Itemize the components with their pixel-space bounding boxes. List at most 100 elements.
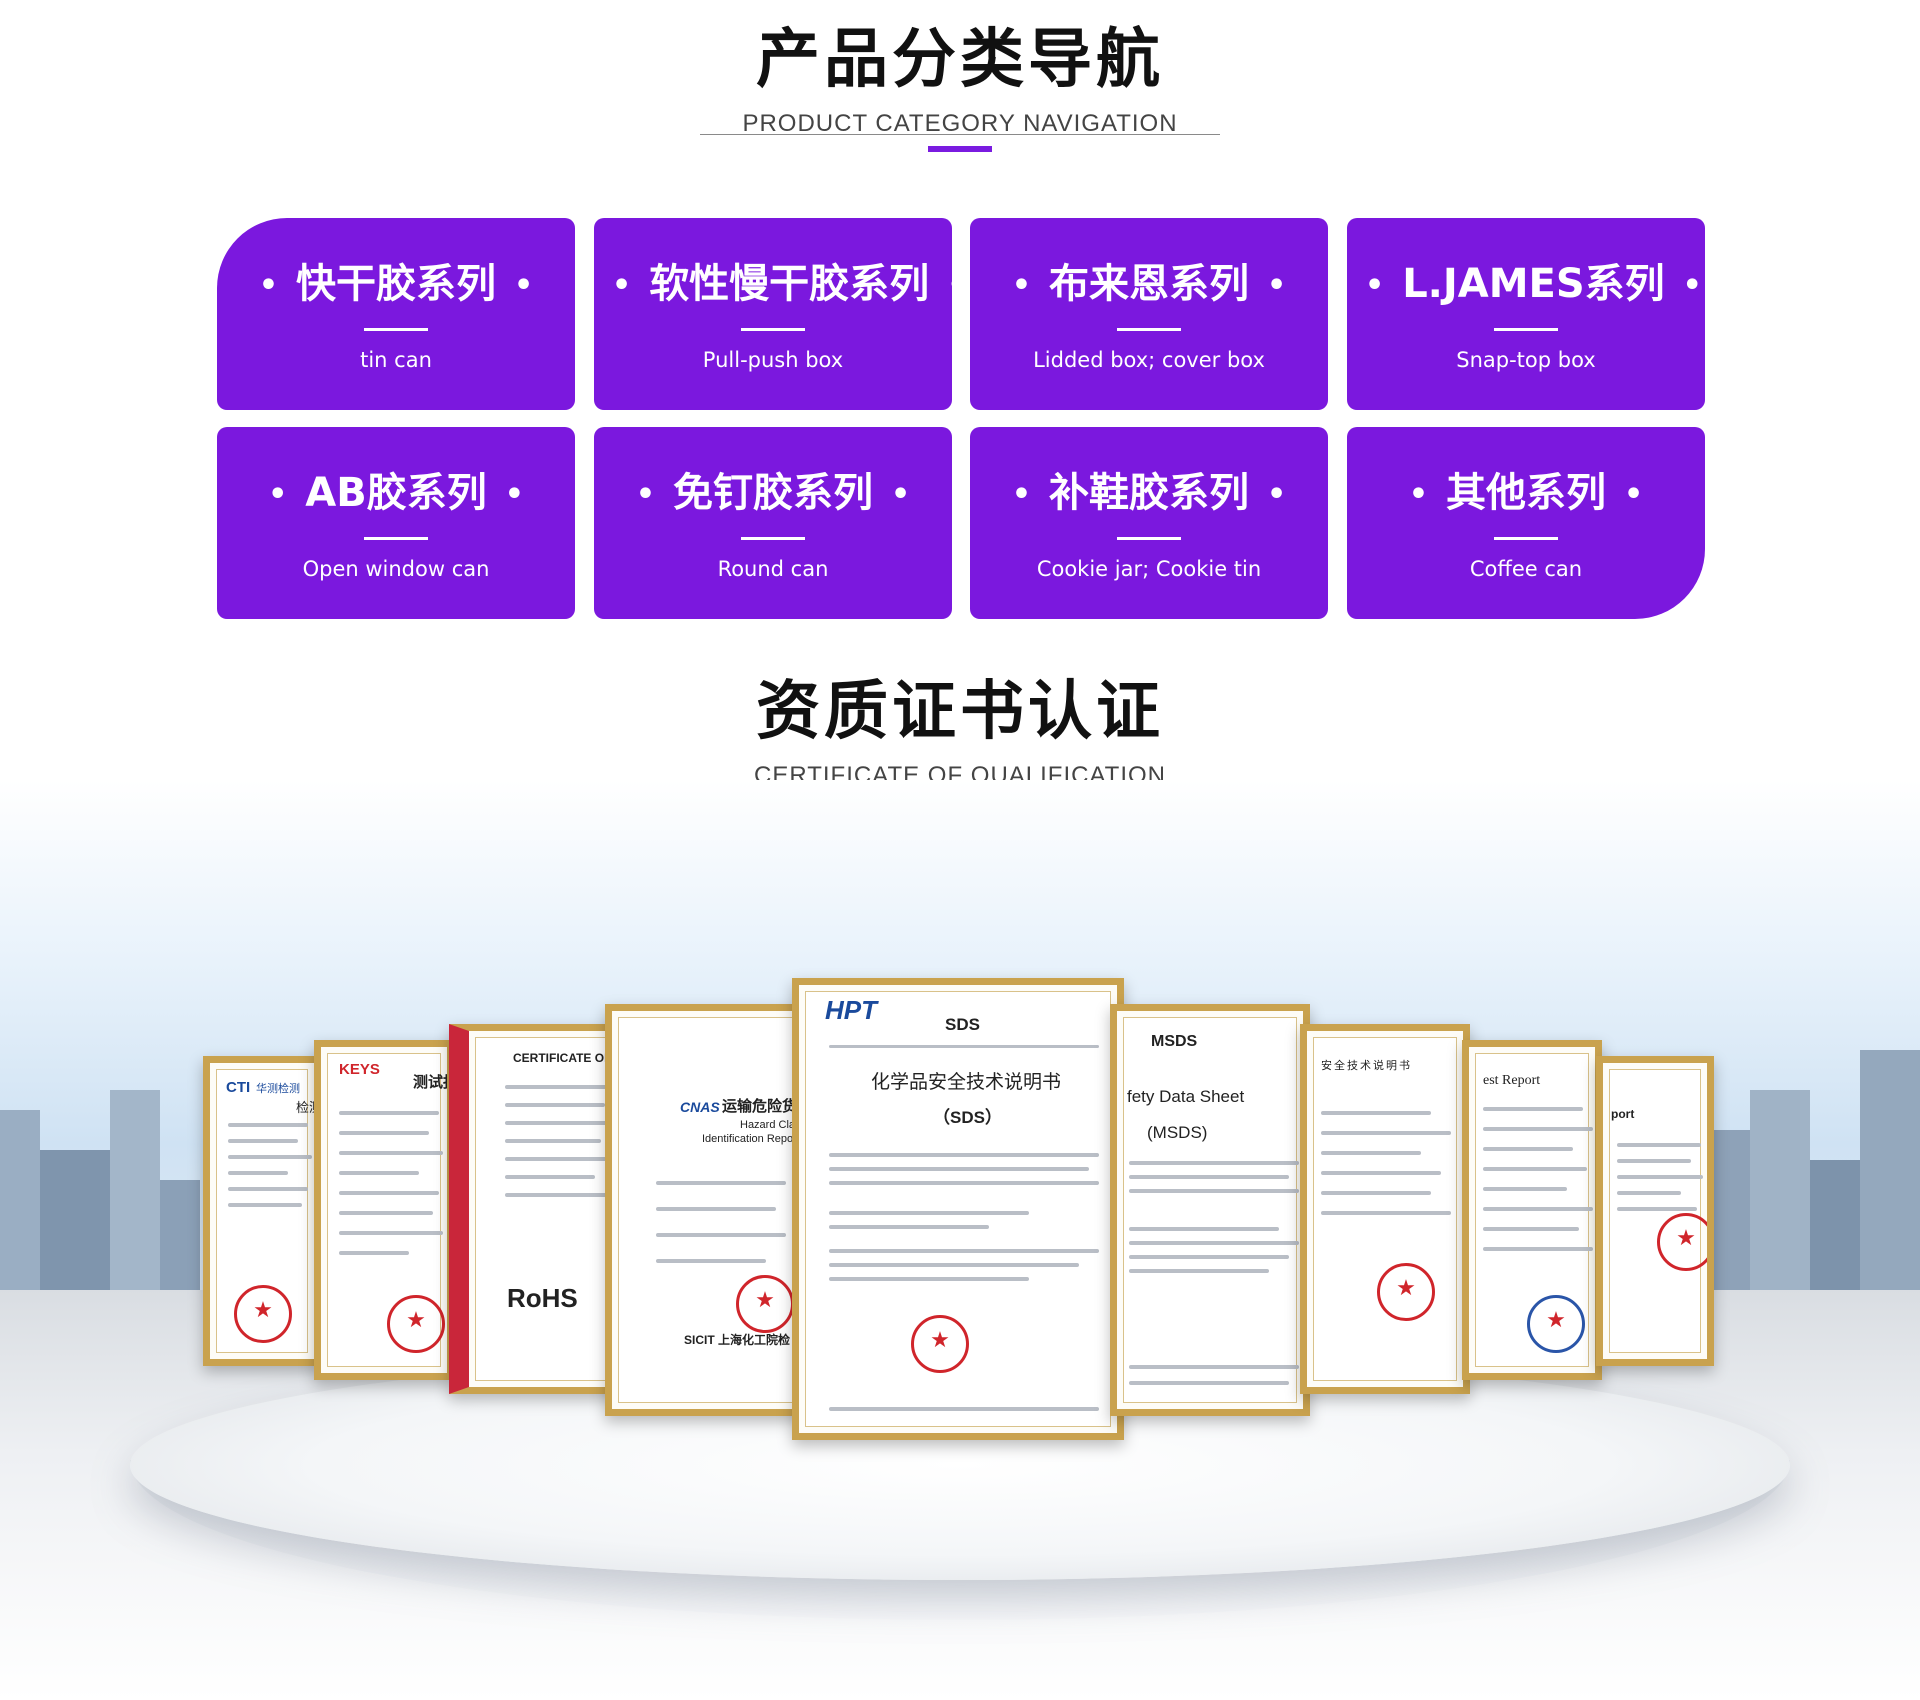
text-line — [228, 1155, 312, 1159]
category-card-other[interactable]: •其他系列• Coffee can — [1347, 427, 1705, 619]
cti-logo: CTI — [226, 1079, 251, 1096]
text-line — [1617, 1175, 1703, 1179]
safety-report-heading: 安全技术说明书 — [1321, 1060, 1412, 1072]
category-divider — [364, 328, 428, 331]
text-line — [829, 1153, 1099, 1157]
text-line — [339, 1131, 429, 1135]
skyline-building — [40, 1150, 110, 1300]
sds-heading: SDS — [945, 1015, 980, 1034]
text-line — [1321, 1151, 1421, 1155]
text-line — [1321, 1111, 1431, 1115]
category-divider — [1494, 537, 1558, 540]
rohs-mark: RoHS — [507, 1283, 578, 1313]
category-card-quick-dry[interactable]: •快干胶系列• tin can — [217, 218, 575, 410]
nav-section-divider — [700, 134, 1220, 135]
cti-logo-cn: 华测检测 — [256, 1083, 300, 1095]
text-line — [829, 1263, 1079, 1267]
text-line — [505, 1175, 595, 1179]
text-line — [1617, 1159, 1691, 1163]
text-line — [228, 1187, 308, 1191]
category-divider — [1117, 328, 1181, 331]
text-line — [228, 1139, 298, 1143]
nav-section-accent-bar — [928, 146, 992, 152]
certificate-keys[interactable]: KEYS 测试报 — [314, 1040, 454, 1380]
msds-title: fety Data Sheet — [1127, 1087, 1245, 1106]
text-line — [1129, 1255, 1289, 1259]
skyline-building — [160, 1180, 200, 1300]
category-subtitle: Round can — [717, 557, 829, 581]
text-line — [829, 1181, 1099, 1185]
text-line — [656, 1259, 766, 1263]
certificate-cti[interactable]: CTI 华测检测 检测 — [203, 1056, 321, 1366]
certificate-rohs[interactable]: CERTIFICATE OF C RoHS — [449, 1024, 621, 1394]
certificate-msds[interactable]: MSDS fety Data Sheet (MSDS) — [1110, 1004, 1310, 1416]
text-line — [339, 1251, 409, 1255]
text-line — [829, 1225, 989, 1229]
text-line — [339, 1231, 443, 1235]
text-line — [1129, 1269, 1269, 1273]
cnas-logo: CNAS — [680, 1099, 720, 1115]
category-card-ab-glue[interactable]: •AB胶系列• Open window can — [217, 427, 575, 619]
text-line — [1483, 1167, 1587, 1171]
category-card-nail-free[interactable]: •免钉胶系列• Round can — [594, 427, 952, 619]
text-line — [829, 1211, 1029, 1215]
category-card-shoe-repair[interactable]: •补鞋胶系列• Cookie jar; Cookie tin — [970, 427, 1328, 619]
nav-section-header: 产品分类导航 PRODUCT CATEGORY NAVIGATION — [0, 28, 1920, 138]
text-line — [1617, 1191, 1681, 1195]
text-line — [505, 1085, 614, 1089]
text-line — [1483, 1107, 1583, 1111]
official-seal — [1527, 1295, 1585, 1353]
text-line — [339, 1151, 443, 1155]
skyline-building — [1860, 1050, 1920, 1300]
official-seal — [234, 1285, 292, 1343]
text-line — [829, 1249, 1099, 1253]
text-line — [339, 1171, 419, 1175]
category-card-soft-slow-dry[interactable]: •软性慢干胶系列• Pull-push box — [594, 218, 967, 410]
text-line — [1321, 1191, 1431, 1195]
certificate-cnas[interactable]: CNAS 运输危险货 Hazard Classif Identification… — [605, 1004, 807, 1416]
keys-logo: KEYS — [339, 1061, 380, 1078]
text-line — [1321, 1171, 1441, 1175]
text-line — [1321, 1211, 1451, 1215]
category-subtitle: Lidded box; cover box — [1033, 348, 1265, 372]
category-subtitle: Open window can — [302, 557, 490, 581]
text-line — [228, 1203, 302, 1207]
nav-section-title: 产品分类导航 — [756, 23, 1164, 97]
skyline-building — [110, 1090, 160, 1300]
category-divider — [1117, 537, 1181, 540]
cnas-footer: SICIT 上海化工院检 — [684, 1333, 791, 1347]
category-divider — [1494, 328, 1558, 331]
category-subtitle: tin can — [360, 348, 432, 372]
certificate-sds[interactable]: HPT SDS 化学品安全技术说明书 （SDS） — [792, 978, 1124, 1440]
category-title: •其他系列• — [1408, 470, 1644, 516]
certificate-report-right[interactable]: port — [1596, 1056, 1714, 1366]
category-title: •软性慢干胶系列• — [612, 261, 967, 307]
text-line — [656, 1181, 786, 1185]
sds-title-cn: 化学品安全技术说明书 — [871, 1071, 1062, 1093]
category-subtitle: Pull-push box — [702, 348, 844, 372]
category-divider — [741, 328, 805, 331]
category-card-bulaien[interactable]: •布来恩系列• Lidded box; cover box — [970, 218, 1328, 410]
sds-logo: HPT — [825, 995, 877, 1025]
text-line — [656, 1233, 786, 1237]
category-card-ljames[interactable]: •L.JAMES系列• Snap-top box — [1347, 218, 1705, 410]
cert-section-header: 资质证书认证 CERTIFICATE OF QUALIFICATION — [0, 680, 1920, 790]
sds-title-en: （SDS） — [933, 1108, 1002, 1127]
category-subtitle: Snap-top box — [1456, 348, 1596, 372]
cnas-heading-2: Hazard Classif — [740, 1119, 807, 1131]
text-line — [1483, 1187, 1567, 1191]
certificate-safety-report[interactable]: 安全技术说明书 — [1300, 1024, 1470, 1394]
official-seal — [1657, 1213, 1707, 1271]
text-line — [829, 1045, 1099, 1048]
category-title: •AB胶系列• — [268, 470, 524, 516]
text-line — [829, 1167, 1089, 1171]
official-seal — [911, 1315, 969, 1373]
certificate-test-report[interactable]: est Report — [1462, 1040, 1602, 1380]
skyline-building — [1810, 1160, 1860, 1300]
skyline-building — [1750, 1090, 1810, 1300]
official-seal — [736, 1275, 794, 1333]
text-line — [505, 1103, 605, 1107]
category-subtitle: Cookie jar; Cookie tin — [1036, 557, 1262, 581]
text-line — [656, 1207, 776, 1211]
category-divider — [741, 537, 805, 540]
